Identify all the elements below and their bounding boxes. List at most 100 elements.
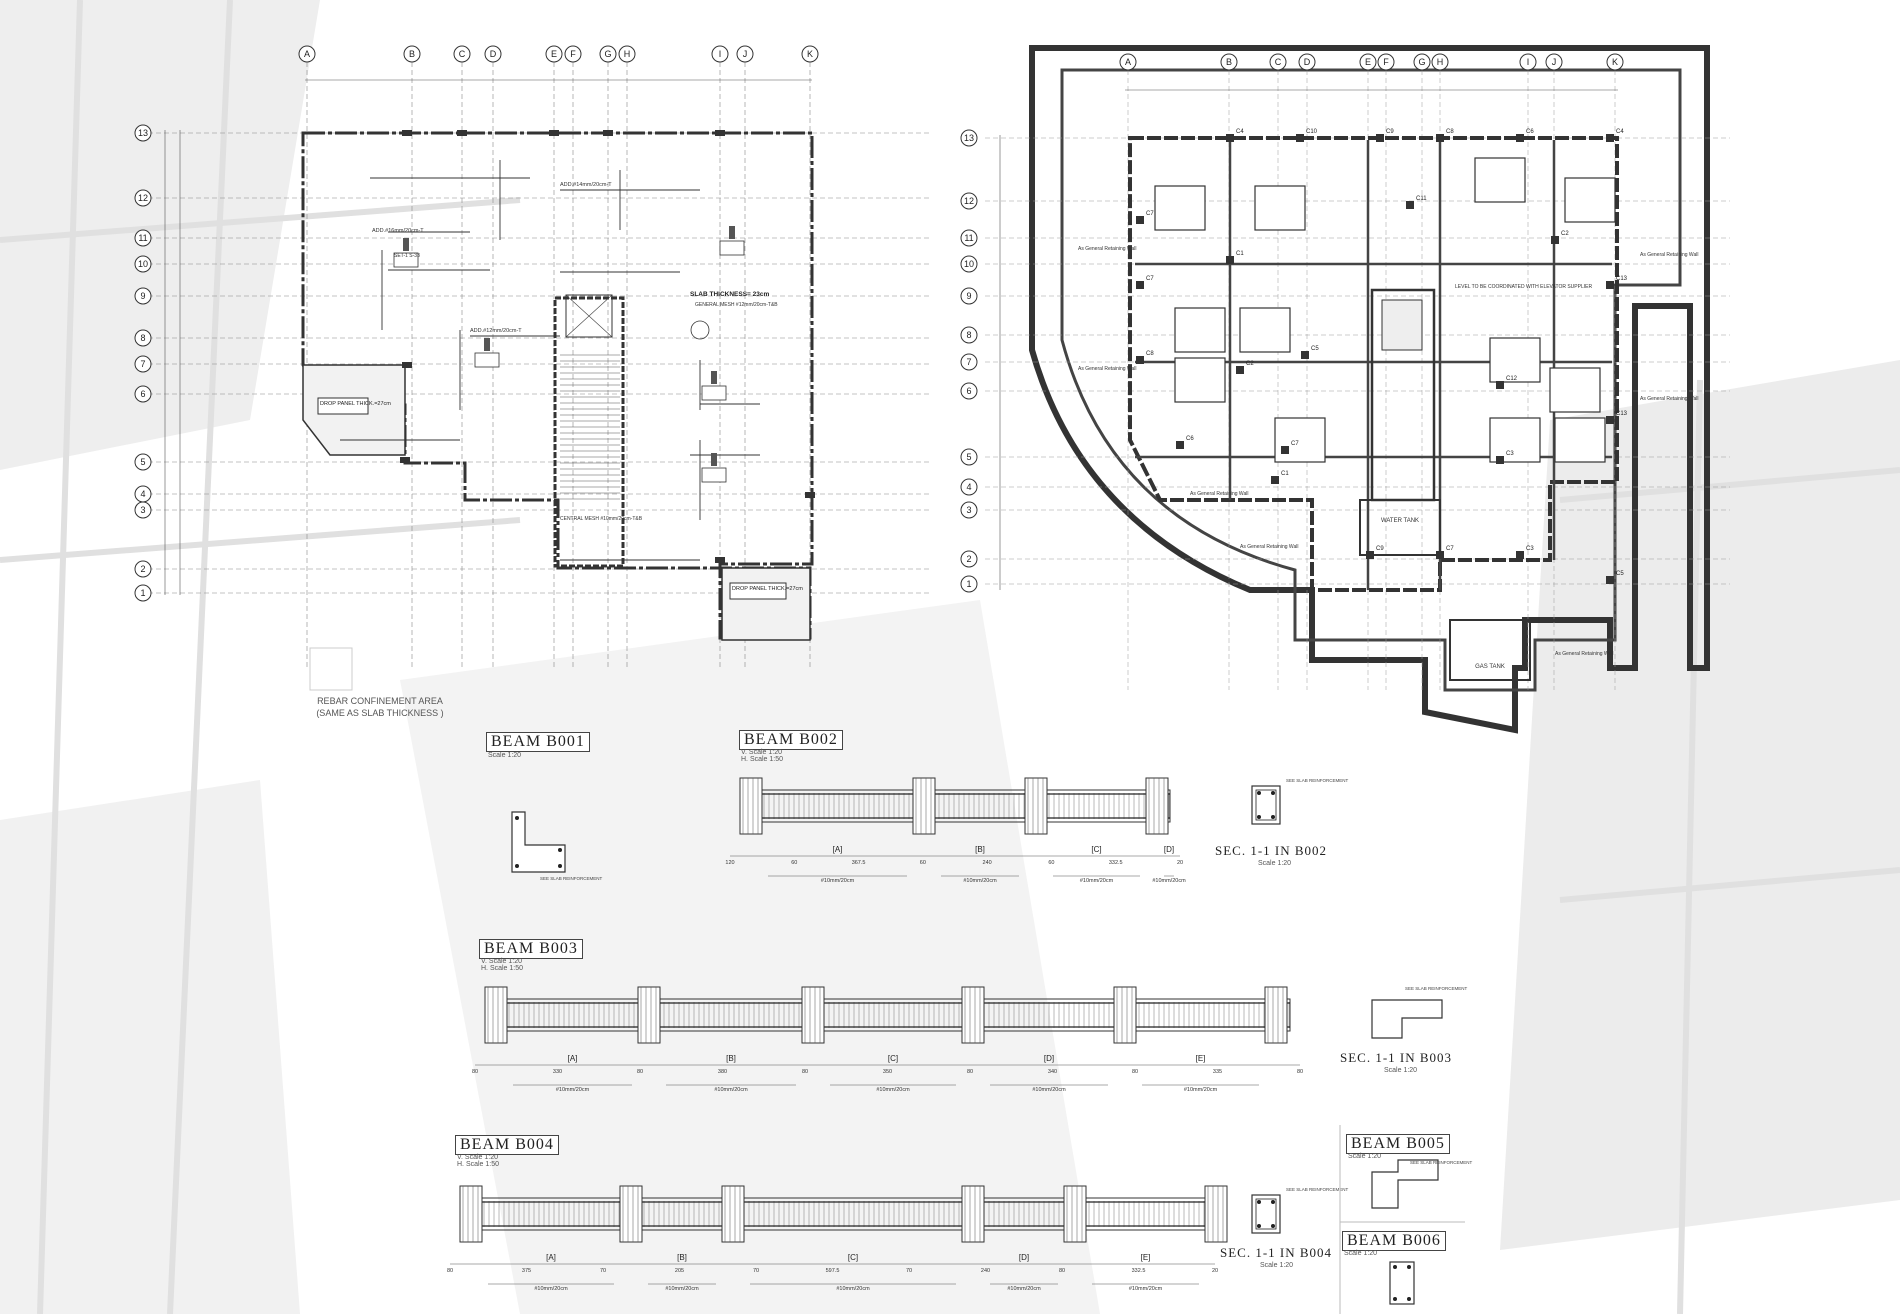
column bbox=[1226, 134, 1234, 142]
grid-bubble bbox=[1431, 53, 1449, 71]
grid-bubble bbox=[801, 45, 819, 63]
grid-bubble bbox=[1220, 53, 1238, 71]
footing bbox=[1274, 417, 1326, 463]
rebar-dot bbox=[1393, 1297, 1397, 1301]
dimension-value: 80 bbox=[472, 1069, 478, 1075]
rebar-dot bbox=[1393, 1265, 1397, 1269]
stirrup-label: #10mm/20cm bbox=[1032, 1087, 1066, 1093]
elevator-note: LEVEL TO BE COORDINATED WITH ELEVATOR SU… bbox=[1455, 284, 1592, 290]
set-label: SET-1 S-33 bbox=[394, 253, 420, 259]
dimension-value: 80 bbox=[447, 1268, 453, 1274]
grid-bubble bbox=[134, 229, 152, 247]
span-label: [D] bbox=[1164, 845, 1174, 854]
stair-core bbox=[553, 296, 625, 568]
grid-label: 9 bbox=[966, 291, 971, 301]
rebar-marker bbox=[403, 238, 409, 251]
beam-b003-scale-v: V. Scale 1:20 bbox=[481, 958, 522, 965]
span-label: [B] bbox=[677, 1253, 687, 1262]
column-label: C4 bbox=[1236, 129, 1244, 135]
rebar-dot bbox=[558, 864, 562, 868]
retaining-wall-note: As General Retaining Wall bbox=[1240, 544, 1298, 550]
beam-support bbox=[619, 1185, 643, 1243]
footing bbox=[1489, 417, 1541, 463]
slab-reinf-note: SEE SLAB REINFORCEMENT bbox=[1410, 1160, 1473, 1165]
footing bbox=[1239, 307, 1291, 353]
rebar-dot bbox=[1257, 815, 1261, 819]
grid-bubble bbox=[545, 45, 563, 63]
grid-bubble bbox=[960, 353, 978, 371]
dimension-value: 60 bbox=[791, 860, 797, 866]
dimension-value: 80 bbox=[802, 1069, 808, 1075]
grid-bubble bbox=[960, 326, 978, 344]
column-label: C12 bbox=[1506, 376, 1518, 382]
dimension-value: 332.5 bbox=[1132, 1268, 1146, 1274]
grid-label: G bbox=[1418, 57, 1425, 67]
beam-b002-scale-h: H. Scale 1:50 bbox=[741, 756, 784, 763]
mesh-symbol bbox=[690, 320, 710, 340]
column bbox=[402, 362, 412, 368]
section-stirrup bbox=[1255, 789, 1277, 821]
column bbox=[1436, 134, 1444, 142]
beam-support bbox=[1264, 986, 1288, 1044]
grid-label: B bbox=[409, 49, 415, 59]
grid-bubble bbox=[1413, 53, 1431, 71]
grid-label: B bbox=[1226, 57, 1232, 67]
footing bbox=[1554, 417, 1606, 463]
dimension-value: 240 bbox=[981, 1268, 990, 1274]
dimension-value: 367.5 bbox=[852, 860, 866, 866]
dimension-value: 350 bbox=[883, 1069, 892, 1075]
water-tank bbox=[1359, 499, 1441, 556]
gas-tank bbox=[1449, 619, 1531, 681]
dimension-value: 335 bbox=[1213, 1069, 1222, 1075]
grid-label: C bbox=[1275, 57, 1282, 67]
section-stirrup bbox=[1255, 1198, 1277, 1230]
b001-section bbox=[511, 811, 566, 873]
grid-label: I bbox=[1527, 57, 1530, 67]
grid-bubble bbox=[960, 575, 978, 593]
grid-label: J bbox=[743, 49, 748, 59]
span-label: [E] bbox=[1141, 1253, 1151, 1262]
additional-rebar bbox=[340, 160, 760, 561]
dimension-value: 80 bbox=[967, 1069, 973, 1075]
grid-label: J bbox=[1552, 57, 1557, 67]
retaining-wall-outer bbox=[1029, 45, 1710, 734]
stirrup-label: #10mm/20cm bbox=[714, 1087, 748, 1093]
column-label: C6 bbox=[1526, 129, 1534, 135]
footing bbox=[1489, 337, 1541, 383]
beam-b005-scale: Scale 1:20 bbox=[1348, 1153, 1382, 1160]
span-label: [C] bbox=[848, 1253, 858, 1262]
grid-bubble bbox=[564, 45, 582, 63]
column bbox=[1406, 201, 1414, 209]
beam-b004-scale-h: H. Scale 1:50 bbox=[457, 1161, 500, 1168]
span-label: [D] bbox=[1044, 1054, 1054, 1063]
footing bbox=[1474, 157, 1526, 203]
column bbox=[603, 130, 613, 136]
confinement-key bbox=[309, 647, 353, 691]
slab-reinf-note: SEE SLAB REINFORCEMENT bbox=[540, 876, 603, 881]
beam-b002-elevation: [A]#10mm/20cm[B]#10mm/20cm[C]#10mm/20cm[… bbox=[725, 777, 1186, 884]
drop-panel-label: DROP PANEL THICK.=27cm bbox=[732, 586, 803, 592]
beam-b002-section-scale: Scale 1:20 bbox=[1258, 860, 1292, 867]
grid-label: 7 bbox=[966, 357, 971, 367]
column-label: C10 bbox=[1306, 129, 1318, 135]
dimension-value: 597.5 bbox=[826, 1268, 840, 1274]
dimension-value: 20 bbox=[1212, 1268, 1218, 1274]
stirrup-label: #10mm/20cm bbox=[963, 878, 997, 884]
drop-panel-label: DROP PANEL THICK.=27cm bbox=[320, 401, 391, 407]
footing bbox=[1174, 357, 1226, 403]
beam-support bbox=[637, 986, 661, 1044]
grid-bubble bbox=[134, 453, 152, 471]
span-label: [B] bbox=[975, 845, 985, 854]
column bbox=[1301, 351, 1309, 359]
column-label: C1 bbox=[1281, 471, 1289, 477]
beam-support bbox=[739, 777, 763, 835]
beam-b005-title: BEAM B005 bbox=[1346, 1134, 1450, 1154]
grid-bubble bbox=[484, 45, 502, 63]
grid-label: E bbox=[551, 49, 557, 59]
grid-label: A bbox=[304, 49, 310, 59]
rebar-dot bbox=[515, 864, 519, 868]
grid-bubble bbox=[599, 45, 617, 63]
beam-support bbox=[1113, 986, 1137, 1044]
rebar-dot bbox=[1271, 1224, 1275, 1228]
